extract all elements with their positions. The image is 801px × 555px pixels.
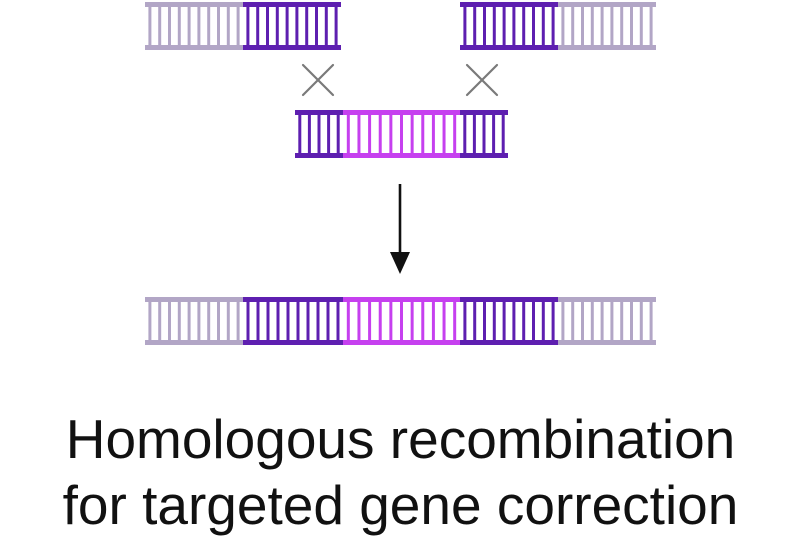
- caption-line-1: Homologous recombination: [65, 408, 736, 470]
- correction-insert-segment: [343, 110, 460, 158]
- flank-segment: [558, 297, 656, 345]
- top-right-dna-strand: [460, 2, 656, 50]
- homology-arm-segment: [243, 2, 341, 50]
- flank-segment: [145, 2, 243, 50]
- homology-arm-segment: [295, 110, 343, 158]
- recombination-diagram: [145, 2, 656, 345]
- caption-line-2: for targeted gene correction: [62, 474, 739, 536]
- top-left-dna-strand: [145, 2, 341, 50]
- homology-arm-segment: [243, 297, 343, 345]
- homology-arm-segment: [460, 297, 558, 345]
- flank-segment: [558, 2, 656, 50]
- x-cross-icon: [301, 63, 335, 97]
- donor-template-dna-strand: [295, 110, 508, 158]
- homology-arm-segment: [460, 110, 508, 158]
- x-cross-icon: [465, 63, 499, 97]
- corrected-dna-strand: [145, 297, 656, 345]
- homology-arm-segment: [460, 2, 558, 50]
- arrow-down-icon: [390, 184, 410, 274]
- flank-segment: [145, 297, 243, 345]
- correction-insert-segment: [343, 297, 460, 345]
